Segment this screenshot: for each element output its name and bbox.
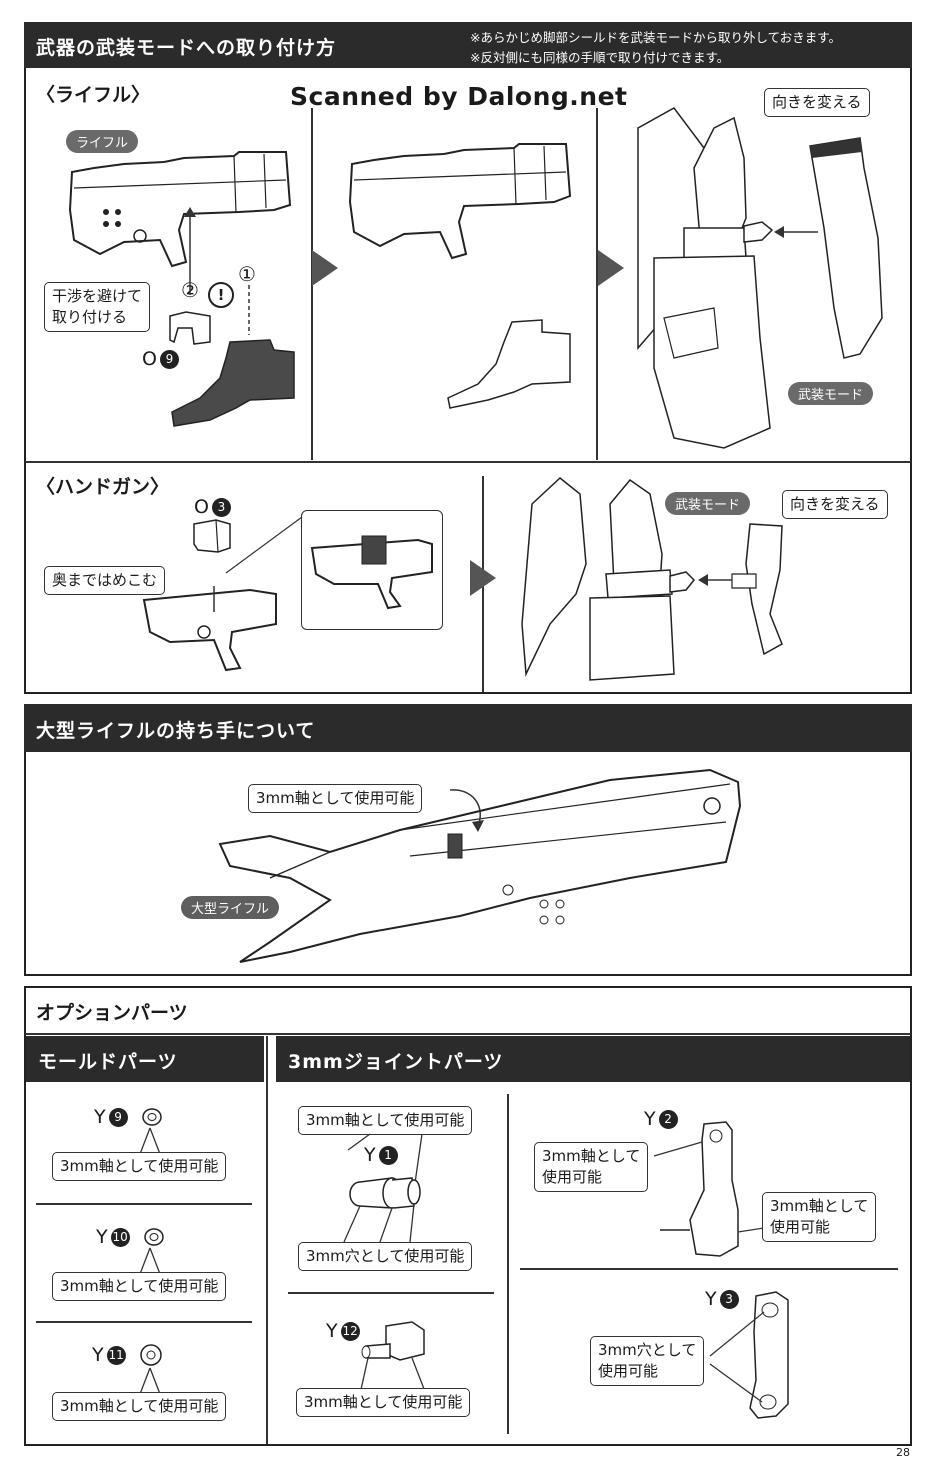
step-arrow-1 bbox=[312, 250, 338, 286]
option-title-rule bbox=[25, 1033, 911, 1035]
header-note-2: ※反対側にも同様の手順で取り付けできます。 bbox=[470, 50, 730, 65]
y12-part bbox=[359, 1321, 427, 1395]
mold-y10-label: 3mm軸として使用可能 bbox=[52, 1272, 227, 1301]
mold-y9-part bbox=[142, 1108, 162, 1126]
warning-icon: ! bbox=[208, 282, 234, 308]
large-rifle-header: 大型ライフルの持ち手について bbox=[24, 704, 912, 752]
handgun-drawing bbox=[142, 586, 277, 672]
mold-y10-leader bbox=[139, 1247, 161, 1275]
mold-parts-title: モールドパーツ bbox=[38, 1051, 178, 1073]
joint-parts-header: 3mmジョイントパーツ bbox=[276, 1036, 910, 1082]
joint-parts-title: 3mmジョイントパーツ bbox=[288, 1051, 504, 1073]
joint-divider-right bbox=[520, 1268, 898, 1270]
y3-label: 3mm穴として 使用可能 bbox=[590, 1336, 705, 1386]
mold-y11-label: 3mm軸として使用可能 bbox=[52, 1392, 227, 1421]
mecha-leg-handgun bbox=[521, 477, 783, 681]
attach-arrows bbox=[184, 207, 250, 335]
mold-divider-1 bbox=[36, 1203, 252, 1205]
y1-part bbox=[343, 1133, 423, 1243]
step-1-marker: ① bbox=[238, 262, 256, 286]
step-arrow-3 bbox=[470, 560, 496, 596]
mold-y9-leader bbox=[139, 1127, 161, 1155]
y2-left-label: 3mm軸として 使用可能 bbox=[534, 1142, 649, 1192]
y2-part bbox=[653, 1121, 765, 1257]
small-part-o9 bbox=[169, 311, 211, 345]
handgun-heading: 〈ハンドガン〉 bbox=[36, 476, 170, 498]
avoid-note: 干渉を避けて 取り付ける bbox=[44, 282, 151, 332]
header-note-1: ※あらかじめ脚部シールドを武装モードから取り外しておきます。 bbox=[470, 30, 841, 45]
mold-divider-2 bbox=[36, 1321, 252, 1323]
handgun-mode-pill: 武装モード bbox=[665, 492, 751, 515]
y1-bottom-label: 3mm穴として使用可能 bbox=[298, 1242, 473, 1271]
option-parts-title: オプションパーツ bbox=[36, 1002, 188, 1024]
joint-divider-vertical bbox=[507, 1094, 509, 1434]
rifle-part-pill: ライフル bbox=[66, 130, 139, 153]
rifle-with-shield-drawing bbox=[348, 143, 572, 409]
handgun-part-o3 bbox=[193, 519, 231, 553]
step-arrow-2 bbox=[598, 250, 624, 286]
weapon-attach-header: 武器の武装モードへの取り付け方 ※あらかじめ脚部シールドを武装モードから取り外し… bbox=[24, 22, 912, 68]
mold-y9-label: 3mm軸として使用可能 bbox=[52, 1152, 227, 1181]
rifle-divider-1 bbox=[311, 108, 313, 460]
handgun-detail-drawing bbox=[310, 535, 433, 610]
shield-part-dark bbox=[171, 339, 295, 427]
rifle-mode-pill: 武装モード bbox=[788, 382, 874, 405]
large-rifle-title: 大型ライフルの持ち手について bbox=[36, 720, 316, 742]
mold-y10-part bbox=[144, 1228, 164, 1246]
joint-divider-left bbox=[288, 1292, 494, 1294]
rifle-drawing bbox=[68, 151, 292, 268]
mold-y11-leader bbox=[139, 1367, 161, 1395]
y12-label: 3mm軸として使用可能 bbox=[296, 1388, 471, 1417]
push-in-label: 奥まではめこむ bbox=[44, 566, 166, 595]
page-number: 28 bbox=[896, 1446, 910, 1459]
y2-right-label: 3mm軸として 使用可能 bbox=[762, 1192, 877, 1242]
large-rifle-axis-label: 3mm軸として使用可能 bbox=[248, 784, 423, 813]
rifle-handgun-divider bbox=[25, 461, 911, 463]
handgun-detail-connector bbox=[225, 516, 303, 574]
y1-top-label: 3mm軸として使用可能 bbox=[298, 1106, 473, 1135]
mold-parts-header: モールドパーツ bbox=[26, 1036, 264, 1082]
large-rifle-pill: 大型ライフル bbox=[181, 896, 280, 919]
y3-part bbox=[709, 1291, 789, 1419]
mold-joint-divider bbox=[266, 1036, 268, 1444]
mold-y11-part bbox=[140, 1344, 162, 1366]
mecha-leg-rifle bbox=[637, 107, 883, 449]
rifle-divider-2 bbox=[596, 108, 598, 460]
large-rifle-drawing bbox=[218, 768, 742, 963]
rifle-turn-label: 向きを変える bbox=[764, 88, 870, 117]
watermark: Scanned by Dalong.net bbox=[290, 82, 628, 111]
weapon-attach-title: 武器の武装モードへの取り付け方 bbox=[36, 37, 337, 59]
rifle-heading: 〈ライフル〉 bbox=[36, 84, 151, 106]
handgun-turn-label: 向きを変える bbox=[782, 490, 888, 519]
